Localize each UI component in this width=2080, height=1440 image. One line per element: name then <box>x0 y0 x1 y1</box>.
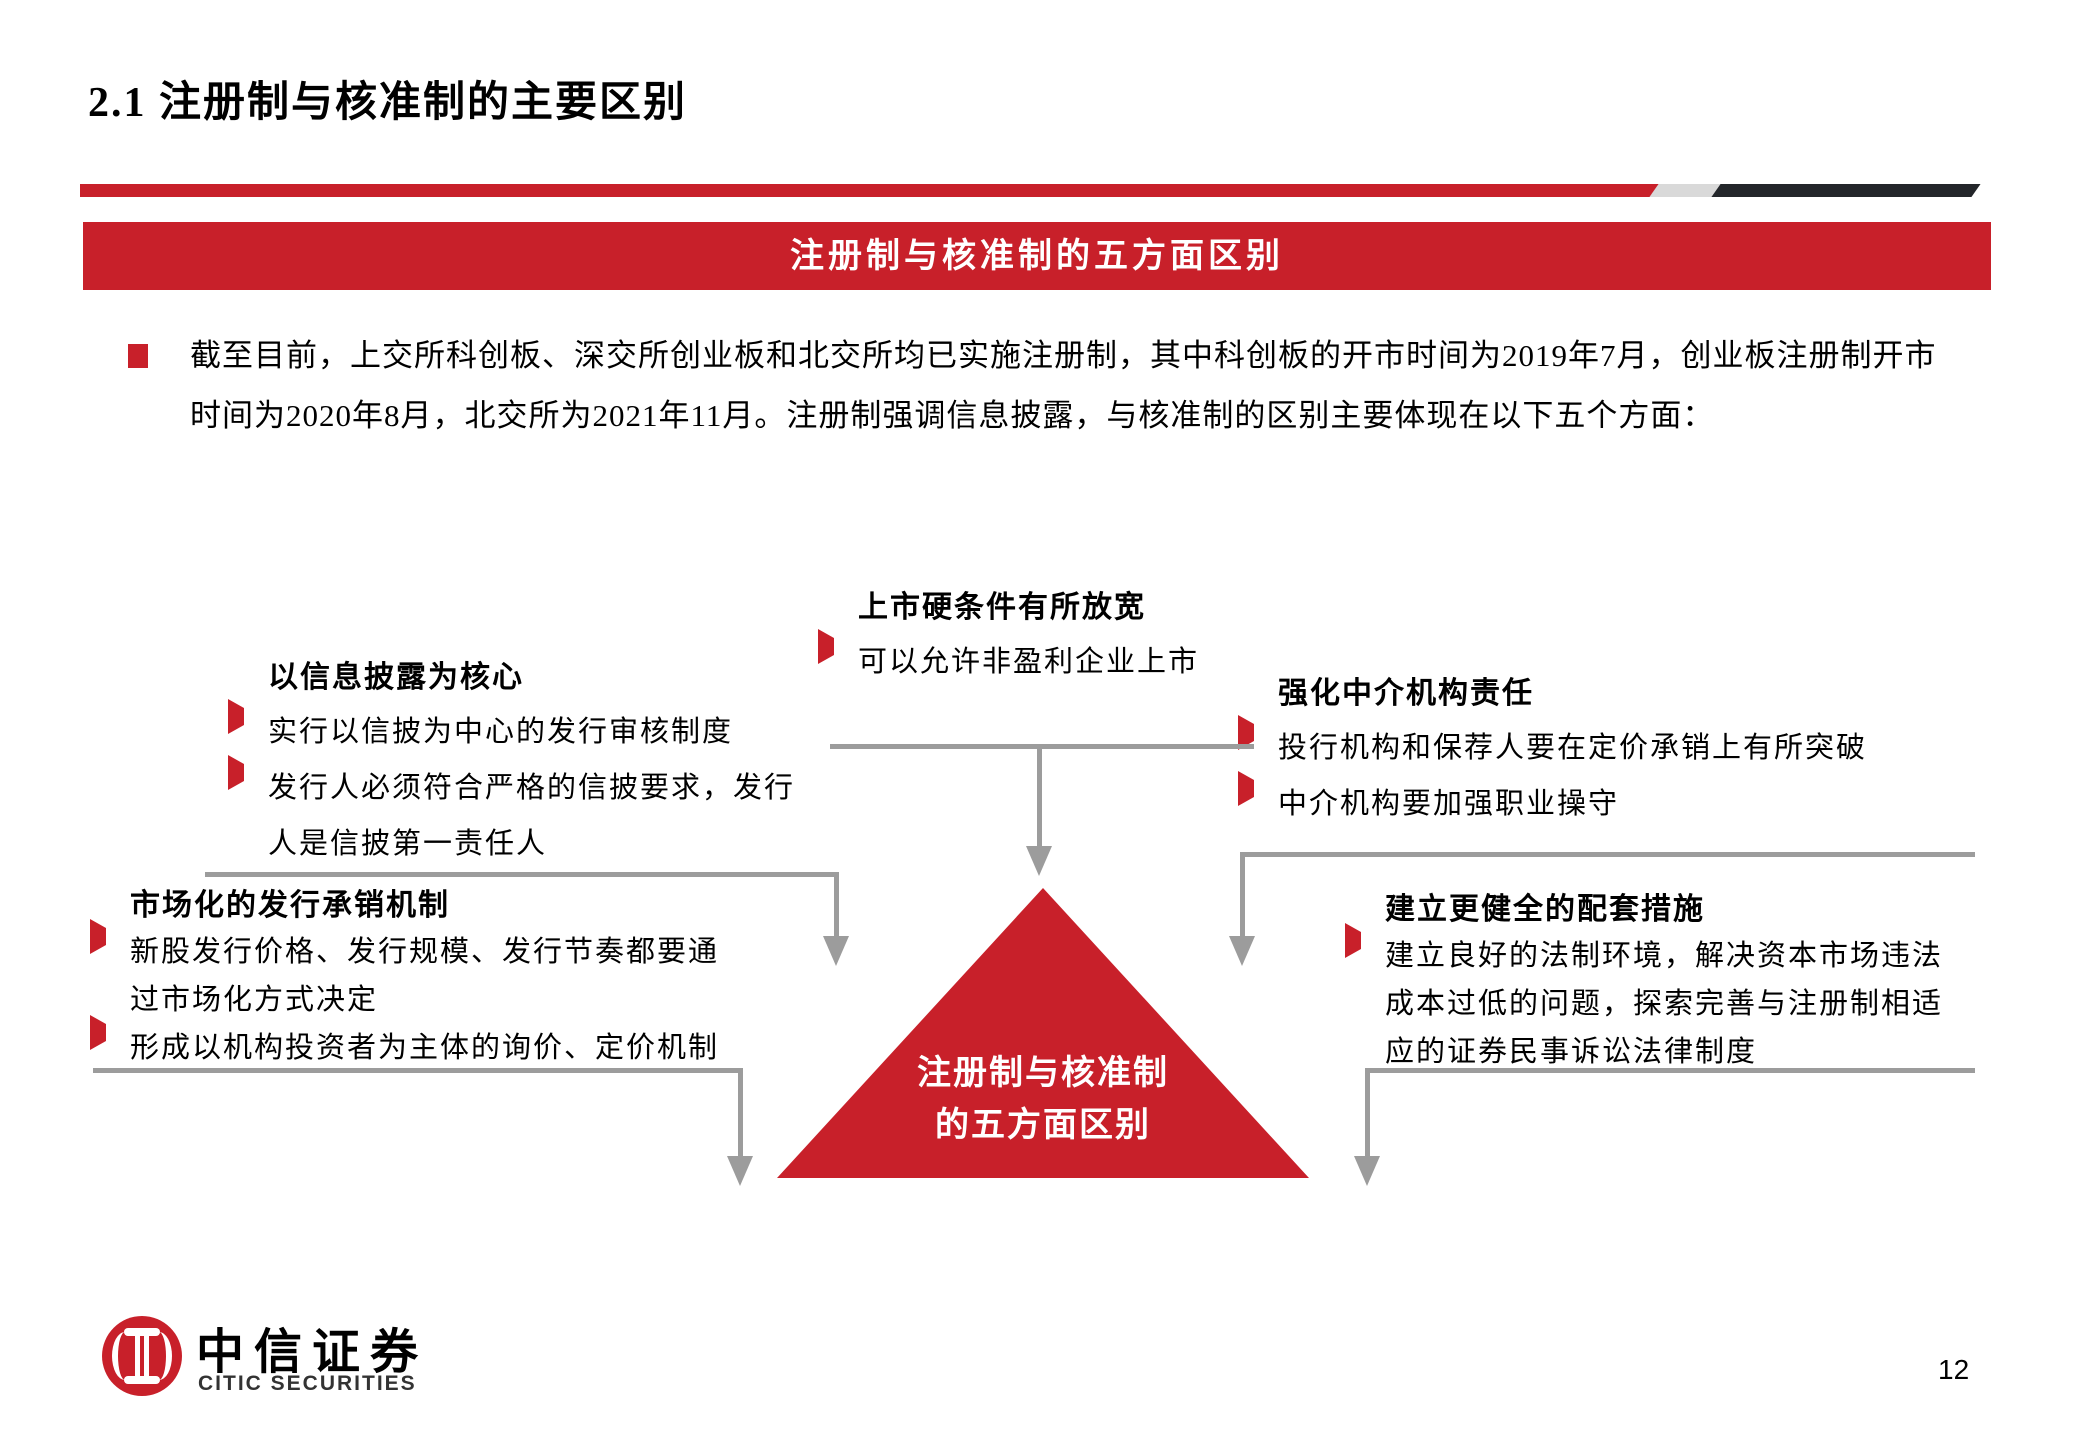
block-item-continuation: 应的证券民事诉讼法律制度 <box>1385 1036 1758 1068</box>
company-name-en: CITIC SECURITIES <box>198 1372 417 1395</box>
block-header-row: 建立更健全的配套措施 <box>1345 884 1985 932</box>
arrow-bullet-icon <box>90 1015 106 1050</box>
arrow-bullet-icon <box>1238 771 1254 806</box>
section-banner: 注册制与核准制的五方面区别 <box>83 222 1991 290</box>
block-header: 以信息披露为核心 <box>268 661 524 694</box>
block-item-row: 投行机构和保荐人要在定价承销上有所突破 <box>1238 715 1978 780</box>
block-header: 市场化的发行承销机制 <box>130 889 450 922</box>
connector-line <box>738 1068 743 1156</box>
intro-paragraph: 截至目前，上交所科创板、深交所创业板和北交所均已实施注册制，其中科创板的开市时间… <box>190 326 2000 446</box>
block-item-row: 新股发行价格、发行规模、发行节奏都要通 <box>90 919 770 976</box>
page-title: 2.1 注册制与核准制的主要区别 <box>88 80 688 126</box>
block-item: 发行人必须符合严格的信披要求，发行 <box>268 772 796 804</box>
block-bottom-left: 市场化的发行承销机制 新股发行价格、发行规模、发行节奏都要通 过市场化方式决定 … <box>90 880 770 1072</box>
intro-line-2: 时间为2020年8月，北交所为2021年11月。注册制强调信息披露，与核准制的区… <box>190 398 1715 433</box>
block-header: 上市硬条件有所放宽 <box>858 591 1146 624</box>
connector-line <box>205 872 839 877</box>
page-number: 12 <box>1938 1354 1970 1385</box>
block-item-row: 发行人必须符合严格的信披要求，发行 <box>228 755 868 820</box>
connector-line <box>830 744 1254 749</box>
block-middle-right: 强化中介机构责任 投行机构和保荐人要在定价承销上有所突破 中介机构要加强职业操守 <box>1238 668 1978 836</box>
connector-line <box>1240 852 1245 936</box>
block-item-row: 可以允许非盈利企业上市 <box>818 629 1278 694</box>
connector-line <box>1365 1068 1370 1156</box>
arrow-bullet-icon <box>228 755 244 790</box>
connector-line <box>834 872 839 936</box>
block-top-center: 上市硬条件有所放宽 可以允许非盈利企业上市 <box>818 582 1278 694</box>
connector-line <box>1365 1068 1975 1073</box>
block-header: 强化中介机构责任 <box>1278 677 1534 710</box>
block-item-continuation: 成本过低的问题，探索完善与注册制相适 <box>1385 988 1944 1020</box>
connector-line <box>1240 852 1975 857</box>
arrow-down-icon <box>1354 1156 1380 1186</box>
arrow-bullet-icon <box>90 919 106 954</box>
block-header-row: 强化中介机构责任 <box>1238 668 1978 724</box>
block-header-row: 市场化的发行承销机制 <box>90 880 770 928</box>
block-item: 可以允许非盈利企业上市 <box>858 646 1200 678</box>
center-triangle-label: 注册制与核准制 的五方面区别 <box>777 1048 1309 1152</box>
block-item-continuation: 过市场化方式决定 <box>130 984 379 1016</box>
block-item: 中介机构要加强职业操守 <box>1278 788 1620 820</box>
block-header-row: 上市硬条件有所放宽 <box>818 582 1278 638</box>
intro-line-1: 截至目前，上交所科创板、深交所创业板和北交所均已实施注册制，其中科创板的开市时间… <box>190 338 1937 373</box>
block-item-row: 中介机构要加强职业操守 <box>1238 771 1978 836</box>
square-bullet-icon <box>128 344 148 368</box>
block-item: 新股发行价格、发行规模、发行节奏都要通 <box>130 936 720 968</box>
triangle-label-line-2: 的五方面区别 <box>935 1107 1151 1144</box>
citic-logo-icon <box>102 1316 182 1396</box>
arrow-bullet-icon <box>228 699 244 734</box>
arrow-down-icon <box>727 1156 753 1186</box>
block-item-row: 形成以机构投资者为主体的询价、定价机制 <box>90 1015 770 1072</box>
block-item: 形成以机构投资者为主体的询价、定价机制 <box>130 1032 720 1064</box>
company-name-cn: 中信证券 <box>196 1326 429 1379</box>
block-item-row: 实行以信披为中心的发行审核制度 <box>228 699 868 764</box>
arrow-bullet-icon <box>1345 923 1361 958</box>
block-bottom-right: 建立更健全的配套措施 建立良好的法制环境，解决资本市场违法 成本过低的问题，探索… <box>1345 884 1985 1076</box>
block-item-row: 建立良好的法制环境，解决资本市场违法 <box>1345 923 1985 980</box>
block-item: 实行以信披为中心的发行审核制度 <box>268 716 734 748</box>
block-middle-left: 以信息披露为核心 实行以信披为中心的发行审核制度 发行人必须符合严格的信披要求，… <box>228 652 868 876</box>
triangle-label-line-1: 注册制与核准制 <box>917 1055 1169 1092</box>
block-header-row: 以信息披露为核心 <box>228 652 868 708</box>
block-item: 投行机构和保荐人要在定价承销上有所突破 <box>1278 732 1868 764</box>
arrow-down-icon <box>1229 936 1255 966</box>
arrow-down-icon <box>1026 846 1052 876</box>
title-rule-red-segment <box>80 184 1662 197</box>
title-rule-dark-segment <box>1711 184 1981 197</box>
block-item-continuation: 人是信披第一责任人 <box>268 828 548 860</box>
arrow-down-icon <box>823 936 849 966</box>
block-item: 建立良好的法制环境，解决资本市场违法 <box>1385 940 1944 972</box>
block-header: 建立更健全的配套措施 <box>1385 893 1705 926</box>
connector-line <box>93 1068 743 1073</box>
connector-line <box>1037 744 1042 846</box>
